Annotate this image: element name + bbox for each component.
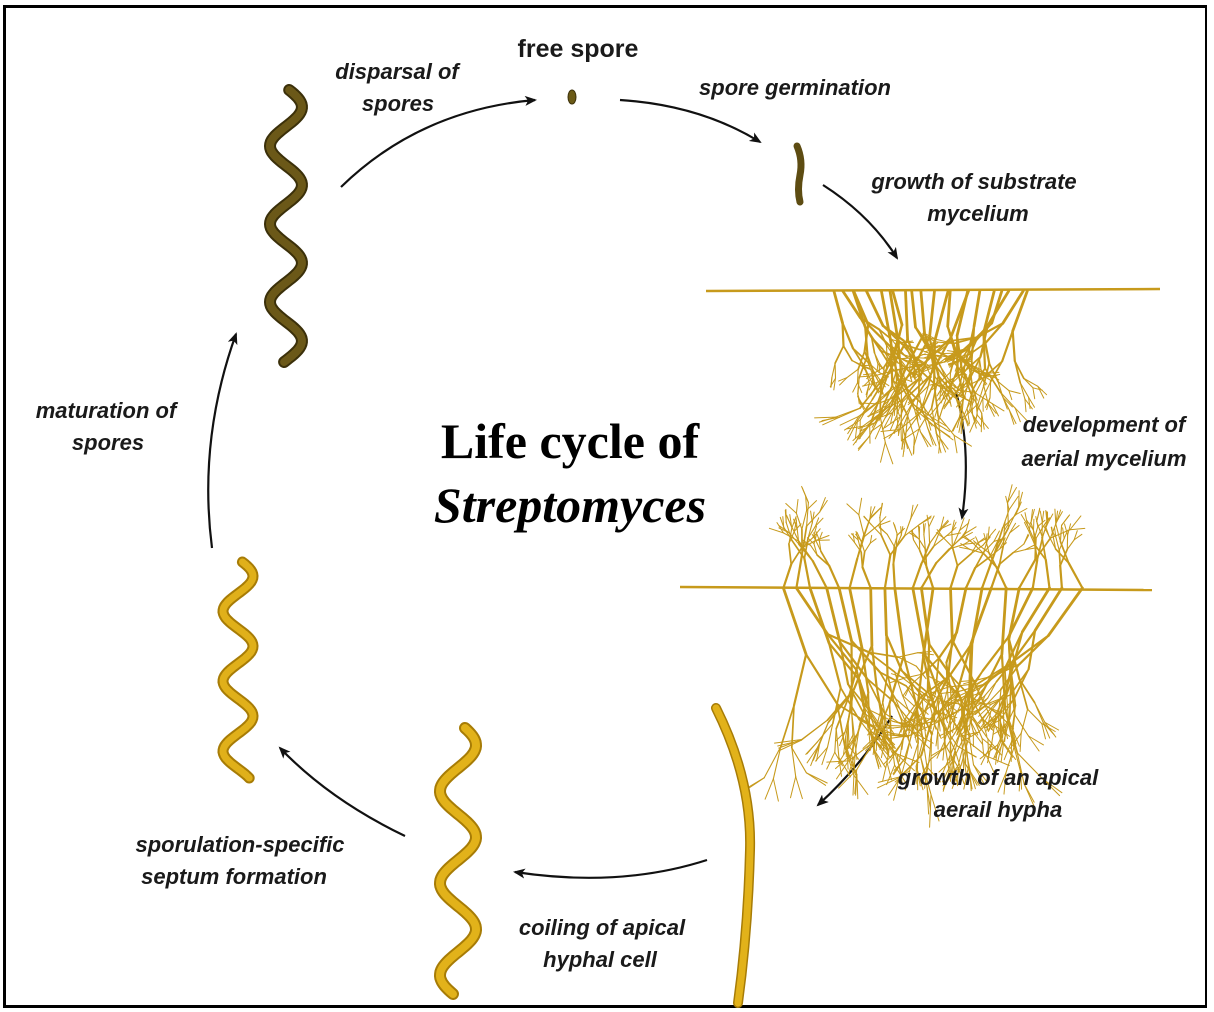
label-apical-line-2: aerail hypha — [934, 797, 1062, 822]
label-coiling-line-1: coiling of apical — [519, 915, 686, 940]
title-line-2-organism: Streptomyces — [434, 477, 706, 533]
germinating-spore-shape — [797, 146, 801, 202]
label-aerial-line-1: development of — [1023, 412, 1188, 437]
label-dispersal-line-1: disparsal of — [335, 59, 461, 84]
label-spore-germination: spore germination — [699, 75, 891, 100]
arrow-coiling-to-septum — [280, 748, 405, 836]
free-spore-shape — [568, 90, 576, 104]
label-substrate-line-2: mycelium — [927, 201, 1029, 226]
arrow-apical-to-coiling — [515, 860, 707, 878]
label-dispersal-line-2: spores — [362, 91, 434, 116]
label-coiling-line-2: hyphal cell — [543, 947, 658, 972]
label-septum-line-1: sporulation-specific — [135, 832, 344, 857]
arrow-septum-to-maturation — [208, 334, 236, 548]
label-free-spore: free spore — [518, 35, 639, 63]
arrow-free-spore-to-germination — [620, 100, 760, 142]
label-apical-line-1: growth of an apical — [897, 765, 1099, 790]
substrate-mycelium-shape — [706, 289, 1160, 464]
arrow-germination-to-substrate — [823, 185, 897, 258]
label-maturation-line-2: spores — [72, 430, 144, 455]
label-substrate-line-1: growth of substrate — [870, 169, 1076, 194]
label-maturation-line-1: maturation of — [36, 398, 179, 423]
label-septum-line-2: septum formation — [141, 864, 327, 889]
label-aerial-line-2: aerial mycelium — [1021, 446, 1186, 471]
coiling-hyphal-cell-shape — [440, 728, 476, 994]
title-line-1: Life cycle of — [441, 413, 701, 469]
